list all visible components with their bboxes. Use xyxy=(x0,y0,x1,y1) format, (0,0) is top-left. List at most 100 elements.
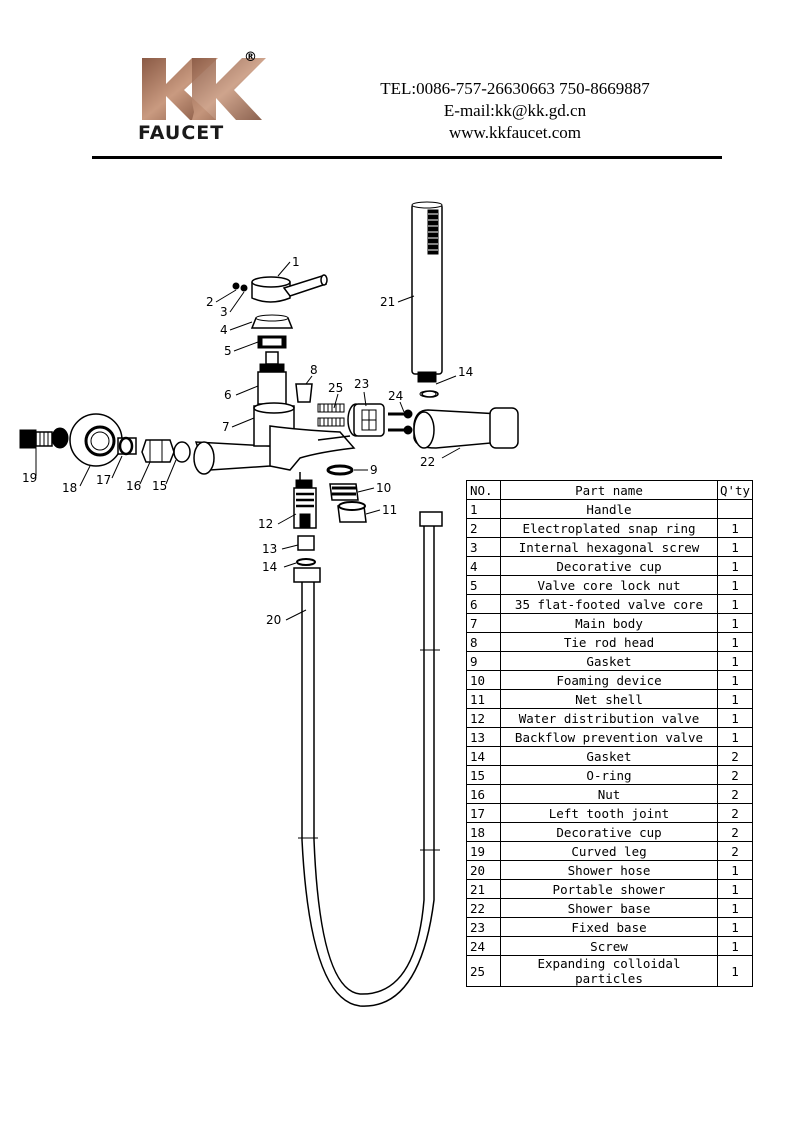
handle-part xyxy=(251,274,328,303)
part-qty: 1 xyxy=(717,670,753,690)
part-name: Decorative cup xyxy=(500,822,718,842)
callout-3: 3 xyxy=(220,305,228,319)
callout-19: 19 xyxy=(22,471,37,485)
callout-5: 5 xyxy=(224,344,232,358)
header-no: NO. xyxy=(466,480,501,500)
part-number: 1 xyxy=(466,499,501,519)
contact-website[interactable]: www.kkfaucet.com xyxy=(448,123,581,142)
part-qty: 1 xyxy=(717,613,753,633)
part-qty: 1 xyxy=(717,556,753,576)
part-name: Screw xyxy=(500,936,718,956)
part-number: 8 xyxy=(466,632,501,652)
part-number: 12 xyxy=(466,708,501,728)
part-name: Curved leg xyxy=(500,841,718,861)
exploded-parts-diagram: 1 2 3 4 5 6 7 8 9 10 11 12 13 14 14 15 1… xyxy=(19,201,519,1007)
callout-2: 2 xyxy=(206,295,214,309)
part-qty: 1 xyxy=(717,917,753,937)
part-number: 24 xyxy=(466,936,501,956)
part-number: 17 xyxy=(466,803,501,823)
callout-23: 23 xyxy=(354,377,369,391)
part-name: Gasket xyxy=(500,651,718,671)
part-name: Decorative cup xyxy=(500,556,718,576)
callout-24: 24 xyxy=(388,389,403,403)
callout-8: 8 xyxy=(310,363,318,377)
part-name: Main body xyxy=(500,613,718,633)
kk-logo-mark xyxy=(142,58,266,120)
callout-9: 9 xyxy=(370,463,378,477)
callout-6: 6 xyxy=(224,388,232,402)
part-qty: 1 xyxy=(717,936,753,956)
part-name: Water distribution valve xyxy=(500,708,718,728)
contact-block: TEL:0086-757-26630663 750-8669887 E-mail… xyxy=(360,78,670,144)
part-qty: 1 xyxy=(717,879,753,899)
part-name: Fixed base xyxy=(500,917,718,937)
callout-14-top: 14 xyxy=(458,365,473,379)
part-qty: 1 xyxy=(717,689,753,709)
part-name: Tie rod head xyxy=(500,632,718,652)
part-number: 23 xyxy=(466,917,501,937)
part-qty: 1 xyxy=(717,537,753,557)
part-number: 20 xyxy=(466,860,501,880)
callout-22: 22 xyxy=(420,455,435,469)
header-divider xyxy=(92,156,722,159)
callout-7: 7 xyxy=(222,420,230,434)
part-name: Valve core lock nut xyxy=(500,575,718,595)
callout-11: 11 xyxy=(382,503,397,517)
registered-mark: ® xyxy=(244,50,257,65)
part-name: Electroplated snap ring xyxy=(500,518,718,538)
part-qty: 1 xyxy=(717,955,753,987)
part-name: Left tooth joint xyxy=(500,803,718,823)
part-number: 4 xyxy=(466,556,501,576)
part-qty xyxy=(717,499,753,519)
part-number: 3 xyxy=(466,537,501,557)
main-body-part xyxy=(193,402,356,490)
part-name: Net shell xyxy=(500,689,718,709)
part-name: Handle xyxy=(500,499,718,519)
callout-13: 13 xyxy=(262,542,277,556)
part-qty: 1 xyxy=(717,898,753,918)
callout-15: 15 xyxy=(152,479,167,493)
callout-4: 4 xyxy=(220,323,228,337)
part-qty: 1 xyxy=(717,727,753,747)
callout-1: 1 xyxy=(292,255,300,269)
part-number: 7 xyxy=(466,613,501,633)
header-part-name: Part name xyxy=(500,480,718,500)
part-number: 6 xyxy=(466,594,501,614)
part-name: 35 flat-footed valve core xyxy=(500,594,718,614)
contact-email[interactable]: E-mail:kk@kk.gd.cn xyxy=(443,101,587,120)
part-name: Backflow prevention valve xyxy=(500,727,718,747)
part-qty: 1 xyxy=(717,575,753,595)
part-number: 10 xyxy=(466,670,501,690)
part-name: Portable shower xyxy=(500,879,718,899)
part-qty: 2 xyxy=(717,841,753,861)
part-number: 21 xyxy=(466,879,501,899)
contact-tel: TEL:0086-757-26630663 750-8669887 xyxy=(380,79,650,98)
part-qty: 2 xyxy=(717,784,753,804)
callout-20: 20 xyxy=(266,613,281,627)
logo-word: FAUCET xyxy=(138,122,225,144)
part-name: Gasket xyxy=(500,746,718,766)
part-qty: 1 xyxy=(717,632,753,652)
part-qty: 1 xyxy=(717,708,753,728)
part-name: Shower base xyxy=(500,898,718,918)
